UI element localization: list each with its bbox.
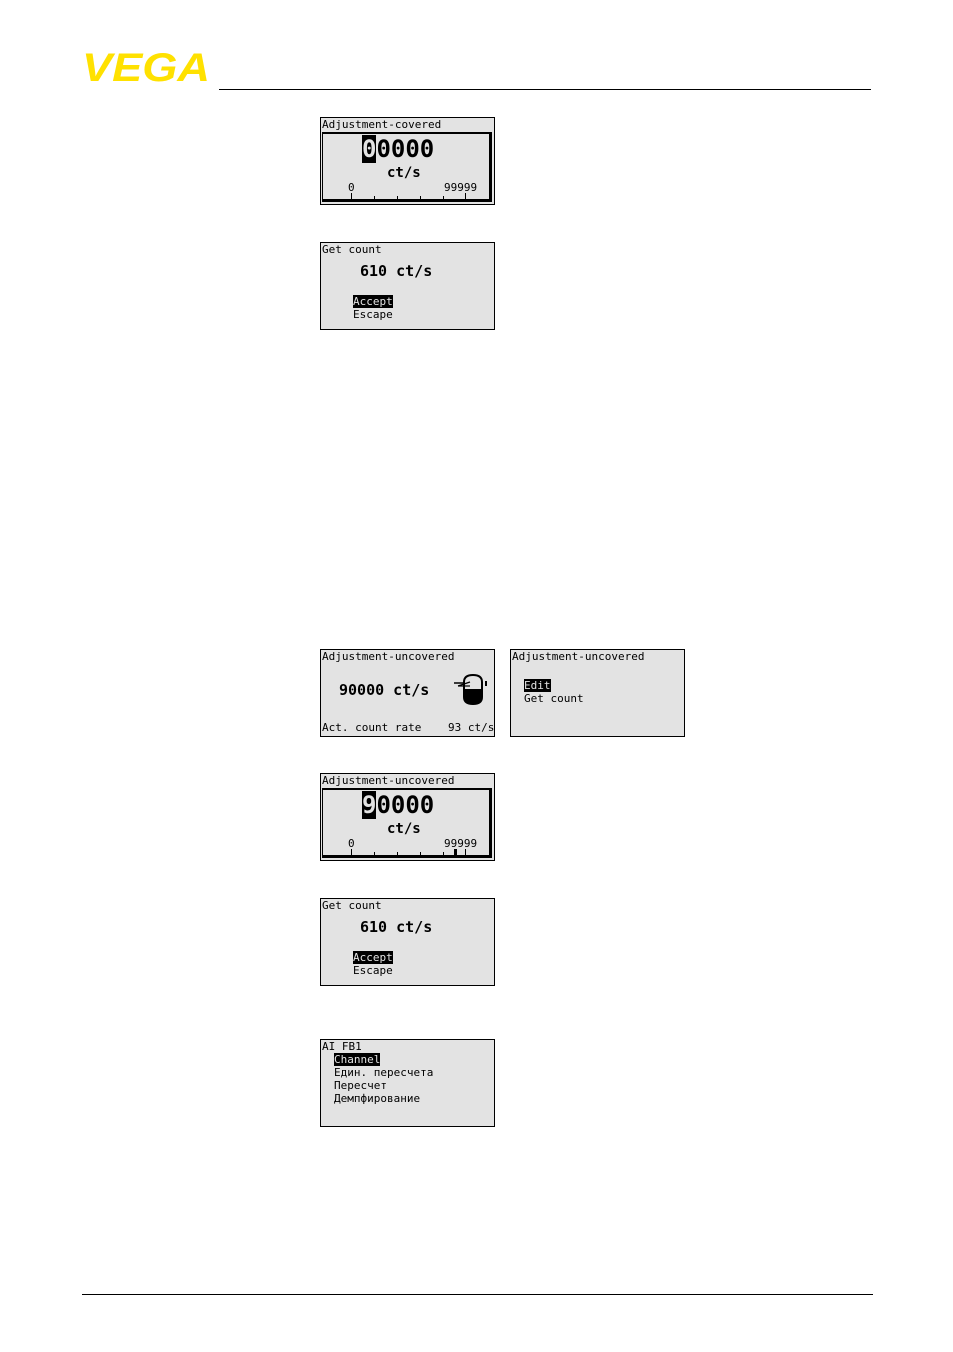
menu-item-channel[interactable]: Channel bbox=[334, 1053, 380, 1066]
lcd-title: Adjustment-uncovered bbox=[322, 650, 454, 663]
footer-rule bbox=[82, 1294, 873, 1295]
lcd-title: Adjustment-uncovered bbox=[322, 774, 454, 787]
scale-max: 99999 bbox=[444, 837, 477, 850]
lcd-title: Get count bbox=[322, 243, 382, 256]
status-value: 93 ct/s bbox=[448, 721, 494, 734]
lcd-adjustment-uncovered-edit: Adjustment-uncovered 90000 ct/s 0 99999 bbox=[320, 773, 495, 861]
digit-rest: 0000 bbox=[376, 135, 434, 163]
lcd-adjustment-uncovered-menu: Adjustment-uncovered Edit Get count bbox=[510, 649, 685, 737]
logo-text: VEGA bbox=[82, 50, 210, 84]
lcd-ai-fb1: AI FB1 Channel Един. пересчета Пересчет … bbox=[320, 1039, 495, 1127]
menu-accept[interactable]: Accept bbox=[353, 295, 393, 308]
lcd-adjustment-uncovered: Adjustment-uncovered 90000 ct/s Act. cou… bbox=[320, 649, 495, 737]
menu-escape[interactable]: Escape bbox=[353, 308, 393, 321]
lcd-title: Adjustment-covered bbox=[322, 118, 441, 131]
lcd-title: Get count bbox=[322, 899, 382, 912]
edit-frame: 90000 ct/s 0 99999 bbox=[322, 788, 492, 858]
tank-icon bbox=[452, 672, 494, 708]
edit-frame: 00000 ct/s 0 99999 bbox=[322, 132, 492, 202]
lcd-title: Adjustment-uncovered bbox=[512, 650, 644, 663]
lcd-adjustment-covered-edit: Adjustment-covered 00000 ct/s 0 99999 bbox=[320, 117, 495, 205]
menu-escape[interactable]: Escape bbox=[353, 964, 393, 977]
scale-bar bbox=[351, 850, 466, 856]
digit-rest: 0000 bbox=[376, 791, 434, 819]
scale-max: 99999 bbox=[444, 181, 477, 194]
lcd-title: AI FB1 bbox=[322, 1040, 362, 1053]
scale-marker bbox=[454, 849, 457, 855]
menu-accept[interactable]: Accept bbox=[353, 951, 393, 964]
menu-get-count[interactable]: Get count bbox=[524, 692, 584, 705]
lcd-get-count: Get count 610 ct/s Accept Escape bbox=[320, 242, 495, 330]
menu-edit[interactable]: Edit bbox=[524, 679, 551, 692]
value-digits: 00000 bbox=[362, 136, 434, 162]
count-value: 610 ct/s bbox=[360, 918, 432, 936]
status-label: Act. count rate bbox=[322, 721, 421, 734]
value-digits: 90000 bbox=[362, 792, 434, 818]
scale-bar bbox=[351, 194, 466, 200]
menu-item-damping[interactable]: Демпфирование bbox=[334, 1092, 420, 1105]
unit-label: ct/s bbox=[387, 165, 421, 181]
digit-cursor: 0 bbox=[362, 135, 376, 163]
digit-cursor: 9 bbox=[362, 791, 376, 819]
header-rule bbox=[219, 89, 871, 90]
vega-logo: VEGA bbox=[82, 50, 212, 84]
count-value: 610 ct/s bbox=[360, 262, 432, 280]
menu-item-scaling[interactable]: Пересчет bbox=[334, 1079, 387, 1092]
menu-item-units[interactable]: Един. пересчета bbox=[334, 1066, 433, 1079]
value-display: 90000 ct/s bbox=[339, 681, 429, 699]
unit-label: ct/s bbox=[387, 821, 421, 837]
lcd-get-count-2: Get count 610 ct/s Accept Escape bbox=[320, 898, 495, 986]
